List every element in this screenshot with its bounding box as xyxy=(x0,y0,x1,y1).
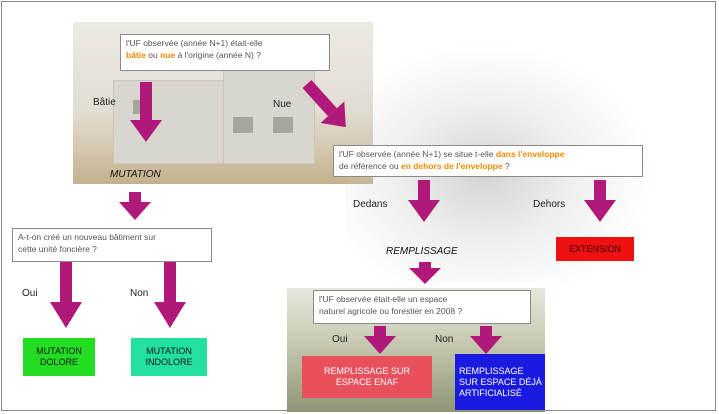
label-batie: Bâtie xyxy=(93,97,116,108)
arrow-oui2 xyxy=(364,326,396,354)
building-shape xyxy=(223,62,315,164)
label-non: Non xyxy=(130,288,149,299)
arrow-dehors xyxy=(584,180,616,222)
window-shape xyxy=(273,117,293,133)
arrow-non xyxy=(154,262,186,328)
label-nue: Nue xyxy=(273,99,292,110)
label-oui: Oui xyxy=(22,288,38,299)
question-enveloppe: l'UF observée (année N+1) se situe t-ell… xyxy=(333,145,643,177)
arrow-non2 xyxy=(470,326,502,354)
arrow-batie xyxy=(130,82,162,142)
question-nouveau-batiment: A-t-on créé un nouveau bâtiment sur cett… xyxy=(12,228,212,262)
arrow-dedans xyxy=(408,180,440,222)
label-non-2: Non xyxy=(435,334,454,345)
arrow-oui xyxy=(50,262,82,328)
label-dehors: Dehors xyxy=(533,199,566,210)
step-remplissage: REMPLISSAGE xyxy=(386,246,458,257)
question-bati-ou-nu: l'UF observée (année N+1) était-elle bât… xyxy=(120,34,330,71)
label-dedans: Dedans xyxy=(353,199,388,210)
window-shape xyxy=(233,117,253,133)
arrow-nue xyxy=(302,79,346,128)
step-mutation: MUTATION xyxy=(110,169,161,180)
arrow-remplissage xyxy=(409,262,441,284)
label-oui-2: Oui xyxy=(332,334,348,345)
result-extension: EXTENSION xyxy=(556,237,634,261)
question-espace-naturel: l'UF observée était-elle un espace natur… xyxy=(313,290,531,324)
arrow-mutation xyxy=(119,192,151,220)
